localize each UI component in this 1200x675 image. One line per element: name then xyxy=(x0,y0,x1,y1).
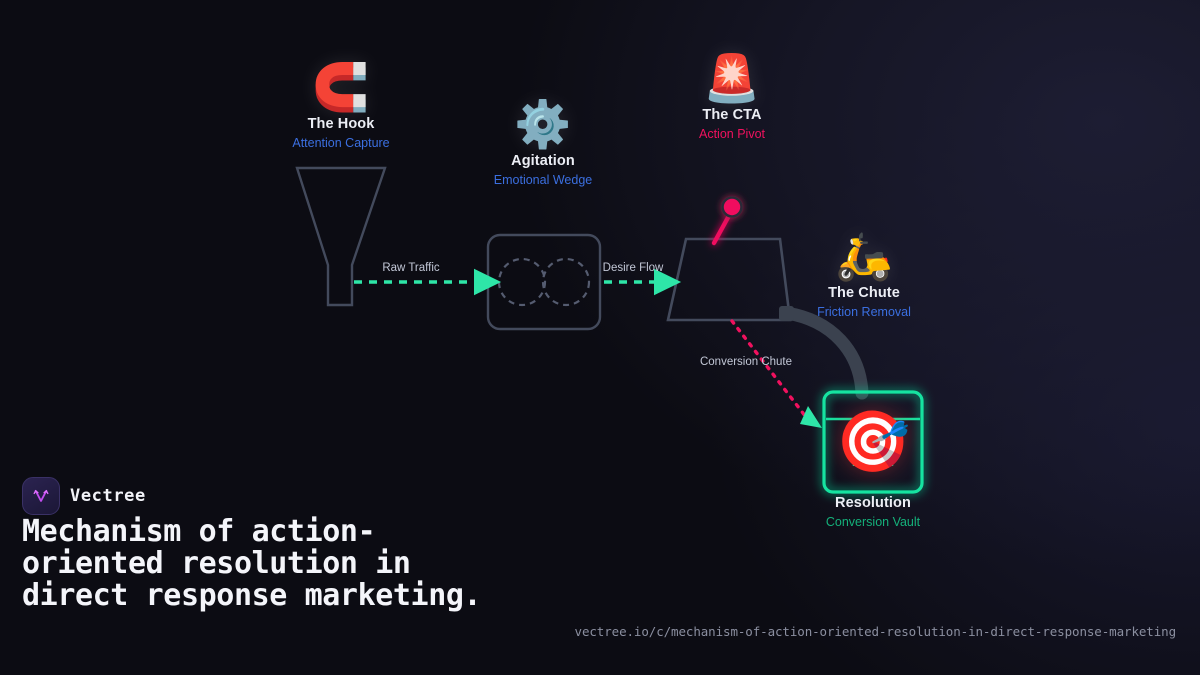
node-hook[interactable]: 🧲 The Hook Attention Capture xyxy=(292,64,389,150)
node-hook-subtitle: Attention Capture xyxy=(292,136,390,150)
slide-icon: 🛵 xyxy=(835,230,893,282)
vault-shape xyxy=(822,390,924,494)
node-cta-subtitle: Action Pivot xyxy=(698,127,766,141)
node-resolution-title: Resolution xyxy=(835,495,911,511)
cta-shape xyxy=(666,196,792,322)
footer-url: vectree.io/c/mechanism-of-action-oriente… xyxy=(574,624,1177,639)
chute-curve xyxy=(779,306,869,400)
node-agitation[interactable]: ⚙️ Agitation Emotional Wedge xyxy=(494,101,592,187)
node-resolution[interactable]: Resolution Conversion Vault xyxy=(826,495,920,529)
node-resolution-subtitle: Conversion Vault xyxy=(825,515,921,529)
edge-label-raw-traffic: Raw Traffic xyxy=(382,262,440,274)
edge-label-desire-flow: Desire Flow xyxy=(602,262,664,274)
agitation-shape xyxy=(486,233,602,331)
page-title: Mechanism of action-oriented resolution … xyxy=(22,514,482,613)
node-chute-subtitle: Friction Removal xyxy=(817,305,911,319)
node-agitation-subtitle: Emotional Wedge xyxy=(493,173,593,187)
node-chute-title: The Chute xyxy=(828,285,900,301)
node-cta-title: The CTA xyxy=(702,107,762,123)
brand-name: Vectree xyxy=(70,486,146,506)
node-chute[interactable]: 🛵 The Chute Friction Removal xyxy=(817,233,911,319)
brand-lockup[interactable]: Vectree xyxy=(22,477,146,515)
magnet-icon: 🧲 xyxy=(312,61,370,113)
gear-icon: ⚙️ xyxy=(514,98,572,150)
edge-conversion-chute xyxy=(730,319,822,428)
edge-label-conversion-chute: Conversion Chute xyxy=(699,356,793,368)
dart-target-icon: 🎯 xyxy=(835,408,911,475)
funnel-shape xyxy=(295,166,387,307)
vectree-logo-icon xyxy=(22,477,60,515)
node-agitation-title: Agitation xyxy=(511,153,575,169)
node-hook-title: The Hook xyxy=(307,116,375,132)
node-cta[interactable]: 🚨 The CTA Action Pivot xyxy=(699,55,765,141)
rotating-light-icon: 🚨 xyxy=(703,52,761,104)
